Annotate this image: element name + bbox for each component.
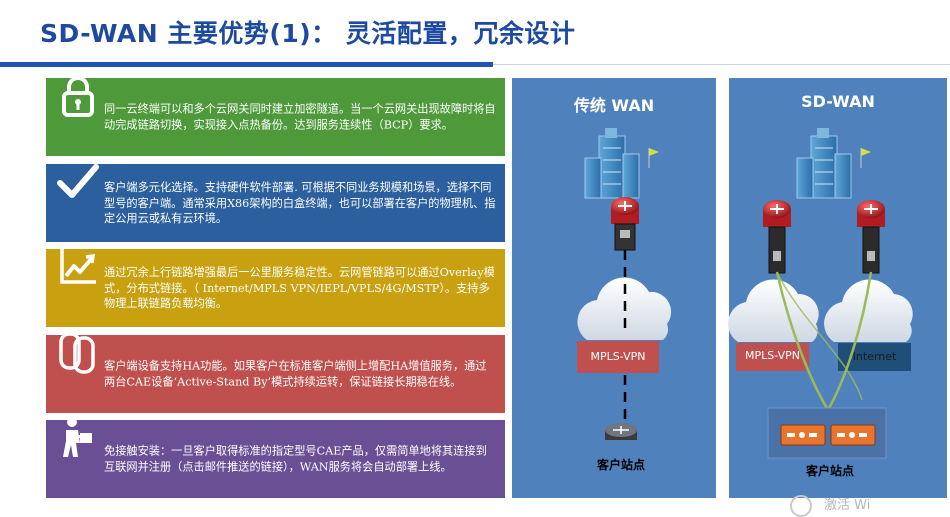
feature-text: 免接触安装：一旦客户取得标准的指定型号CAE产品，仅需简单地将其连接到互联网并注… [104, 444, 487, 474]
internet-cloud-icon [824, 279, 913, 342]
site-label: 客户站点 [805, 464, 854, 478]
line-chart-icon [60, 248, 96, 284]
headquarters-building-icon [796, 128, 871, 199]
feature-box-redundant-gateway: 同一云终端可以和多个云网关同时建立加密隧道。当一个云网关出现故障时将自动完成链路… [46, 76, 505, 156]
delivery-person-icon [63, 417, 92, 457]
title-underline-thin [493, 64, 950, 65]
site-router-icon [605, 423, 637, 440]
feature-box-zero-touch: 免接触安装：一旦客户取得标准的指定型号CAE产品，仅需简单地将其连接到互联网并注… [46, 417, 505, 498]
internet-label: Internet [852, 350, 897, 363]
mpls-cloud-icon [728, 279, 819, 342]
cae-device-a-icon [780, 424, 826, 446]
lock-icon [62, 76, 94, 117]
feature-text: 客户端设备支持HA功能。如果客户在标准客户端侧上增配HA增值服务，通过两台CAE… [104, 359, 487, 389]
feature-text: 客户端多元化选择。支持硬件软件部署. 可根据不同业务规模和场景，选择不同型号的客… [104, 180, 496, 225]
edge-router-right-icon [857, 200, 885, 274]
feature-box-client-options: 客户端多元化选择。支持硬件软件部署. 可根据不同业务规模和场景，选择不同型号的客… [46, 164, 505, 242]
panel-title: SD-WAN [801, 92, 875, 111]
title-underline [0, 62, 493, 67]
feature-text: 通过冗余上行链路增强最后一公里服务稳定性。云网管链路可以通过Overlay模式，… [104, 265, 495, 310]
mpls-vpn-label: MPLS-VPN [590, 350, 646, 363]
mpls-link [775, 271, 830, 411]
panel-title: 传统 WAN [573, 96, 655, 115]
internet-link [826, 271, 873, 411]
feature-box-redundant-uplink: 通过冗余上行链路增强最后一公里服务稳定性。云网管链路可以通过Overlay模式，… [46, 248, 505, 327]
checkmark-icon [57, 164, 99, 198]
edge-router-icon [611, 197, 639, 251]
site-label: 客户站点 [596, 458, 645, 472]
feature-box-ha: 客户端设备支持HA功能。如果客户在标准客户端侧上增配HA增值服务，通过两台CAE… [46, 332, 505, 413]
activate-windows-watermark: 激活 Wi [790, 494, 950, 517]
mpls-vpn-label-bg [577, 341, 659, 373]
cae-device-b-icon [830, 424, 876, 446]
slide-title: SD-WAN 主要优势(1)： 灵活配置，冗余设计 [40, 19, 576, 48]
feature-text: 同一云终端可以和多个云网关同时建立加密隧道。当一个云网关出现故障时将自动完成链路… [104, 102, 496, 132]
headquarters-building-icon [584, 128, 659, 199]
ha-copy-icon [59, 332, 95, 374]
mpls-vpn-label-bg [736, 343, 809, 371]
edge-router-left-icon [763, 200, 791, 274]
mpls-vpn-label: MPLS-VPN [745, 349, 800, 362]
